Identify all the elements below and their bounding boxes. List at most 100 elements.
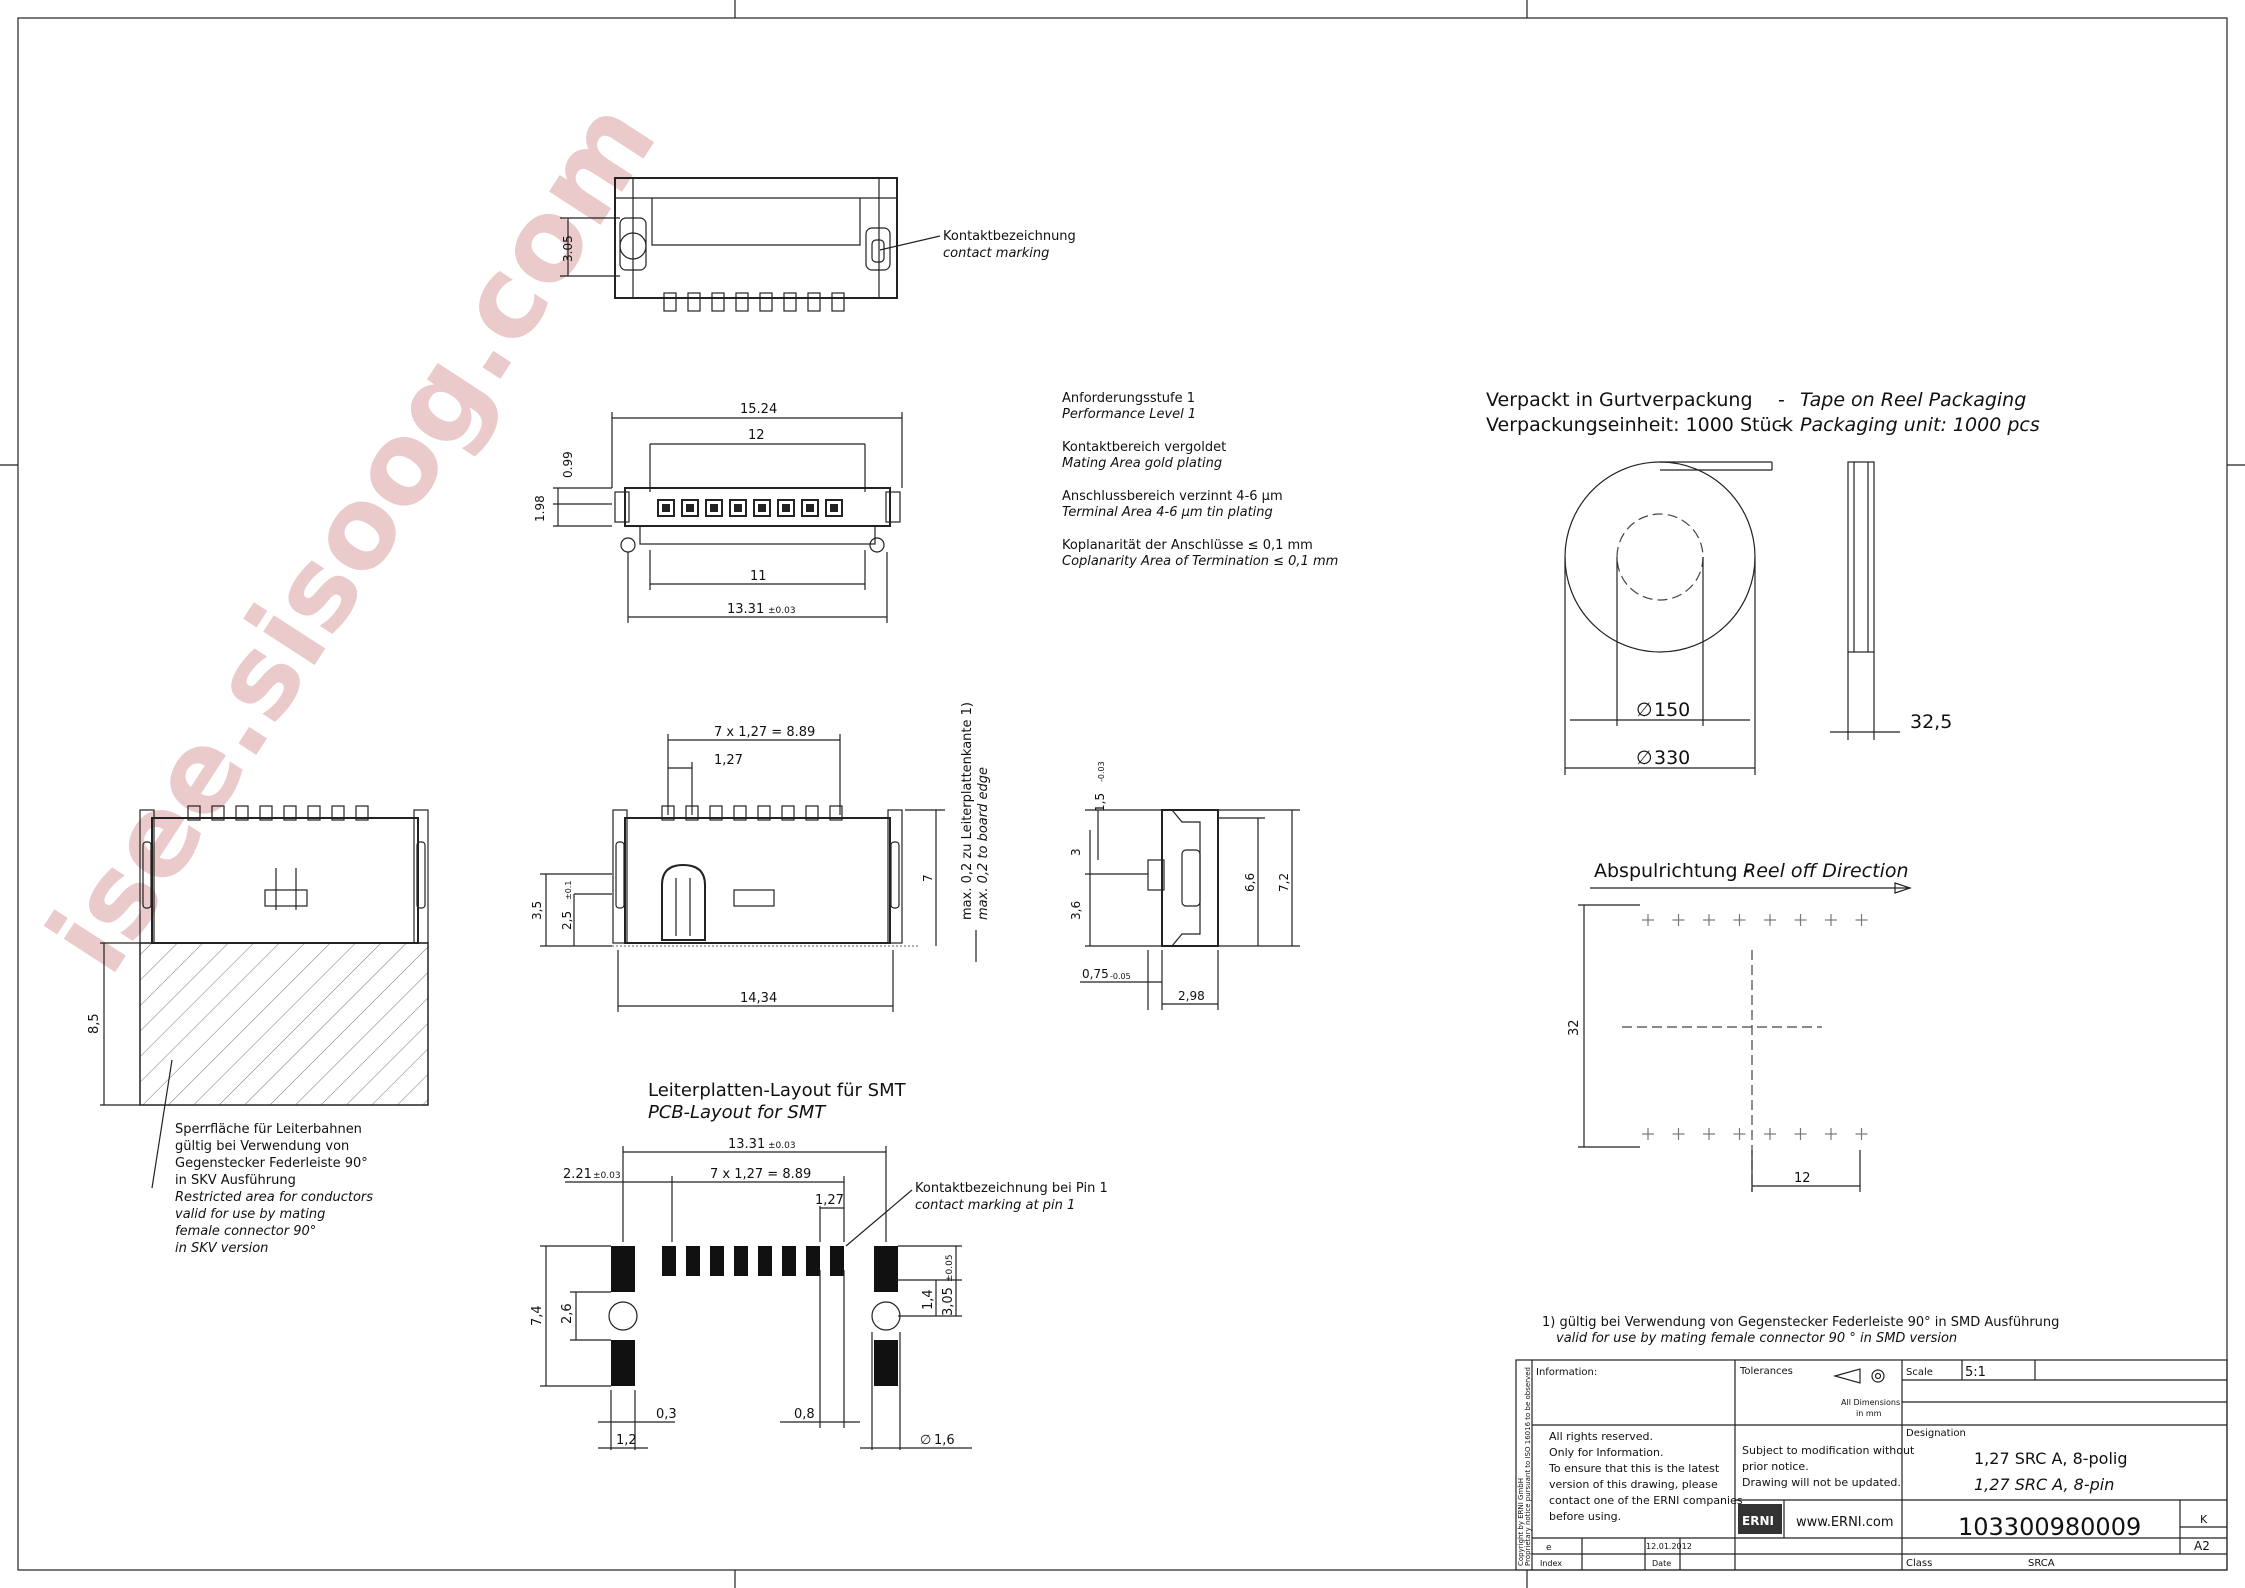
pcb-layout: Leiterplatten-Layout für SMT PCB-Layout … bbox=[530, 1080, 1108, 1450]
smt-pad bbox=[806, 1246, 820, 1276]
svg-text:gültig bei Verwendung von: gültig bei Verwendung von bbox=[175, 1139, 349, 1154]
reel-packaging: Verpackt in Gurtverpackung - Tape on Ree… bbox=[1486, 389, 2040, 775]
dim-13-31: 13.31 bbox=[727, 602, 764, 617]
contact-pin bbox=[187, 805, 201, 821]
pin1-marking-en: contact marking at pin 1 bbox=[915, 1198, 1075, 1213]
packaging-title-en: Tape on Reel Packaging bbox=[1800, 389, 2026, 411]
svg-text:female connector 90°: female connector 90° bbox=[175, 1224, 316, 1239]
contact-cavity bbox=[729, 499, 747, 517]
reel-off-title-en: Reel off Direction bbox=[1743, 860, 1909, 882]
contact-pin bbox=[211, 805, 225, 821]
svg-text:before using.: before using. bbox=[1549, 1510, 1621, 1523]
contact-pin bbox=[307, 805, 321, 821]
locating-hole-left bbox=[608, 1301, 638, 1331]
contact-pin bbox=[829, 805, 843, 821]
erni-url: www.ERNI.com bbox=[1796, 1515, 1894, 1530]
dim-15-24: 15.24 bbox=[740, 402, 777, 417]
smt-pad bbox=[782, 1246, 796, 1276]
dim-7-2: 7,2 bbox=[1277, 873, 1291, 892]
dim-11: 11 bbox=[750, 569, 767, 584]
reel-outer bbox=[1564, 461, 1756, 653]
footnote-en: valid for use by mating female connector… bbox=[1556, 1331, 1957, 1346]
top-view: 3.05 Kontaktbezeichnung contact marking bbox=[560, 177, 1076, 312]
erni-logo bbox=[1738, 1504, 1782, 1534]
sheet-size: A2 bbox=[2194, 1539, 2210, 1553]
dim-3-6: 3,6 bbox=[1069, 901, 1083, 920]
packaging-unit-de: Verpackungseinheit: 1000 Stück bbox=[1486, 414, 1793, 436]
svg-text:±0.03: ±0.03 bbox=[768, 1141, 796, 1151]
dim-1-5: 1,5 bbox=[1093, 793, 1107, 812]
contact-cavity-core bbox=[830, 504, 838, 512]
pcb-dim-0-3: 0,3 bbox=[656, 1407, 677, 1422]
contact-cavity-core bbox=[782, 504, 790, 512]
pin-pitch-total: 7 x 1,27 = 8.89 bbox=[714, 725, 815, 740]
dim-3: 3 bbox=[1069, 848, 1083, 856]
contact-pin bbox=[709, 805, 723, 821]
dim-3-5: 3,5 bbox=[530, 901, 544, 920]
pcb-dim-13-31: 13.31 bbox=[728, 1137, 765, 1152]
pcb-dim-0-8: 0,8 bbox=[794, 1407, 815, 1422]
dim-6-6: 6,6 bbox=[1243, 873, 1257, 892]
contact-pin bbox=[331, 805, 345, 821]
reel-off-direction: Abspulrichtung - Reel off Direction 32 1… bbox=[1567, 860, 1912, 1192]
pcb-dim-2-21: 2.21 bbox=[563, 1167, 592, 1182]
contact-cavity bbox=[753, 499, 771, 517]
svg-text:Subject to modification withou: Subject to modification without bbox=[1742, 1444, 1915, 1457]
note-4-en: Coplanarity Area of Termination ≤ 0,1 mm bbox=[1062, 554, 1338, 569]
reel-hub bbox=[1616, 513, 1704, 601]
pcb-dim-7-4: 7,4 bbox=[530, 1305, 545, 1326]
packaging-title-de: Verpackt in Gurtverpackung bbox=[1486, 389, 1753, 411]
smt-pad bbox=[710, 1246, 724, 1276]
svg-text:in SKV Ausführung: in SKV Ausführung bbox=[175, 1173, 296, 1188]
svg-text:Gegenstecker Federleiste 90°: Gegenstecker Federleiste 90° bbox=[175, 1156, 368, 1171]
packaging-unit-en: Packaging unit: 1000 pcs bbox=[1800, 414, 2040, 436]
pcb-dim-1-2: 1,2 bbox=[616, 1433, 637, 1448]
contact-cavity-core bbox=[710, 504, 718, 512]
contact-pin bbox=[733, 805, 747, 821]
contact-pin bbox=[711, 292, 725, 312]
dim-0-99: 0.99 bbox=[561, 451, 575, 478]
tolerances-label: Tolerances bbox=[1739, 1366, 1793, 1377]
pin1-marking-de: Kontaktbezeichnung bei Pin 1 bbox=[915, 1181, 1108, 1196]
projection-symbol-icon bbox=[1832, 1368, 1885, 1384]
smt-pad bbox=[830, 1246, 844, 1276]
svg-text:Index: Index bbox=[1540, 1559, 1562, 1568]
contact-cavity bbox=[825, 499, 843, 517]
dim-32: 32 bbox=[1567, 1019, 1582, 1036]
board-edge-de: max. 0,2 zu Leiterplattenkante 1) bbox=[960, 702, 975, 920]
contact-pin bbox=[805, 805, 819, 821]
dim-8-5: 8,5 bbox=[87, 1013, 102, 1034]
information-label: Information: bbox=[1536, 1367, 1597, 1378]
contact-pin bbox=[663, 292, 677, 312]
svg-text:∅: ∅ bbox=[1636, 699, 1653, 721]
scale-value: 5:1 bbox=[1965, 1365, 1986, 1380]
svg-text:in mm: in mm bbox=[1856, 1409, 1882, 1418]
footnote-de: 1) gültig bei Verwendung von Gegenstecke… bbox=[1542, 1315, 2059, 1330]
contact-pin bbox=[235, 805, 249, 821]
title-block: Copyright by ERNI GmbH Proprietary notic… bbox=[1515, 1359, 2228, 1571]
svg-text:e: e bbox=[1546, 1543, 1552, 1553]
contact-cavity bbox=[681, 499, 699, 517]
svg-text:∅: ∅ bbox=[920, 1433, 931, 1448]
reel-dia-150: 150 bbox=[1654, 699, 1690, 721]
pcb-pitch: 1,27 bbox=[815, 1193, 844, 1208]
board-edge-en: max. 0,2 to board edge bbox=[976, 767, 991, 920]
contact-marking-label-en: contact marking bbox=[943, 246, 1049, 261]
svg-text:Copyright by ERNI GmbH: Copyright by ERNI GmbH bbox=[1517, 1478, 1525, 1566]
svg-text:Restricted area for conductors: Restricted area for conductors bbox=[175, 1190, 373, 1205]
dim-2-98: 2,98 bbox=[1178, 989, 1205, 1003]
svg-text:Only for Information.: Only for Information. bbox=[1549, 1446, 1664, 1459]
pcb-title-de: Leiterplatten-Layout für SMT bbox=[648, 1080, 907, 1101]
note-2-de: Kontaktbereich vergoldet bbox=[1062, 440, 1226, 455]
dim-0-75: 0,75 bbox=[1082, 967, 1109, 981]
drawing-date: 12.01.2012 bbox=[1646, 1542, 1692, 1551]
pcb-title-en: PCB-Layout for SMT bbox=[648, 1102, 827, 1123]
svg-text:Date: Date bbox=[1652, 1559, 1671, 1568]
spec-notes: Anforderungsstufe 1 Performance Level 1 … bbox=[1062, 391, 1338, 569]
contact-cavity-core bbox=[662, 504, 670, 512]
svg-text:-0.05: -0.05 bbox=[1110, 972, 1131, 981]
designation-de: 1,27 SRC A, 8-polig bbox=[1974, 1449, 2128, 1468]
svg-text:-: - bbox=[1778, 414, 1785, 436]
pin-pitch: 1,27 bbox=[714, 753, 743, 768]
